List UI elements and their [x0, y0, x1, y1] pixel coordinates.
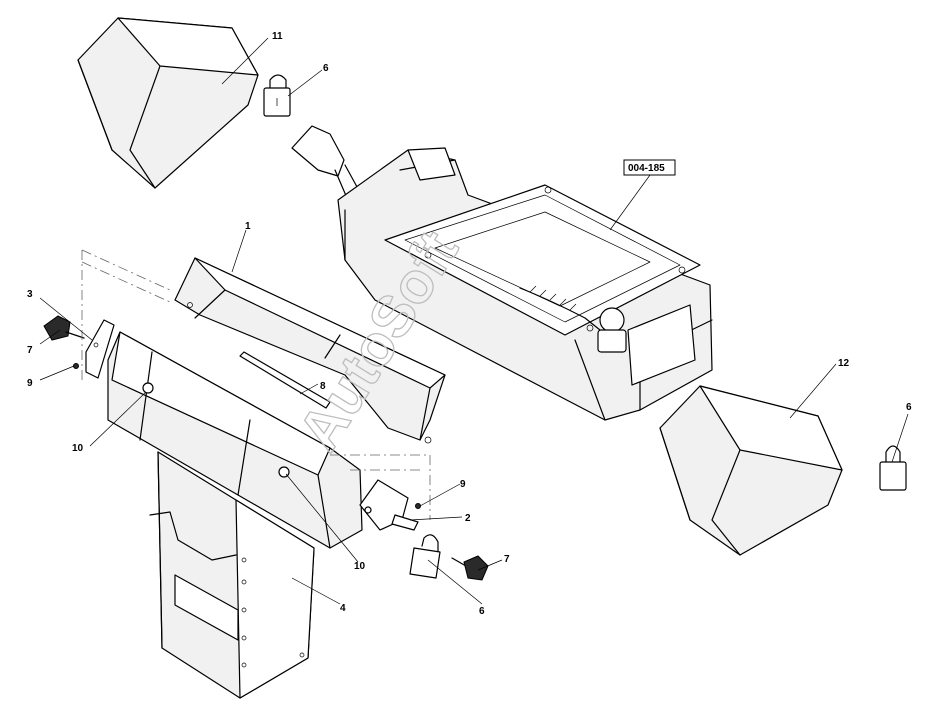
- part-6-padlock-right: [879, 445, 907, 491]
- callout-9-right: 9: [460, 479, 466, 490]
- part-9-screw-left: [73, 363, 79, 369]
- callout-8: 8: [320, 381, 326, 392]
- callouts: 11 6 1 3 7 9 8 10 12 6 9 2 10 7 6 4: [27, 31, 912, 617]
- callout-1: 1: [245, 221, 251, 232]
- callout-7-right: 7: [504, 554, 510, 565]
- reference-number: 004-185: [628, 163, 665, 174]
- part-10-lower-fairing: [107, 331, 363, 549]
- part-7-knob-right: [451, 555, 489, 581]
- part-11-cover-hood: [77, 17, 259, 189]
- assembly-lines: [81, 249, 431, 520]
- part-6-padlock-top: [263, 74, 291, 117]
- part-1-upper-fairing: [174, 257, 446, 444]
- callout-4: 4: [340, 603, 346, 614]
- callout-9-left: 9: [27, 378, 33, 389]
- callout-2: 2: [465, 513, 471, 524]
- callout-3: 3: [27, 289, 33, 300]
- part-3-left-bracket: [85, 319, 115, 379]
- leader-lines: [39, 37, 909, 605]
- part-12-cover-hood: [659, 385, 843, 556]
- part-7-knob-left: [43, 315, 85, 341]
- callout-10-right: 10: [354, 561, 366, 572]
- callout-6-right: 6: [906, 402, 912, 413]
- callout-6-top: 6: [323, 63, 329, 74]
- part-6-padlock-middle: [409, 534, 441, 579]
- reference-assembly-console: [291, 125, 713, 421]
- reference-box: 004-185: [623, 159, 676, 176]
- callout-10-left: 10: [72, 443, 84, 454]
- part-2-right-bracket: [359, 479, 419, 531]
- part-9-screw-right: [415, 503, 421, 509]
- callout-11: 11: [272, 31, 283, 42]
- callout-6-middle: 6: [479, 606, 485, 617]
- part-4-mounting-frame: [149, 451, 315, 699]
- part-8-rod: [239, 351, 331, 409]
- callout-7-left: 7: [27, 345, 33, 356]
- callout-12: 12: [838, 358, 850, 369]
